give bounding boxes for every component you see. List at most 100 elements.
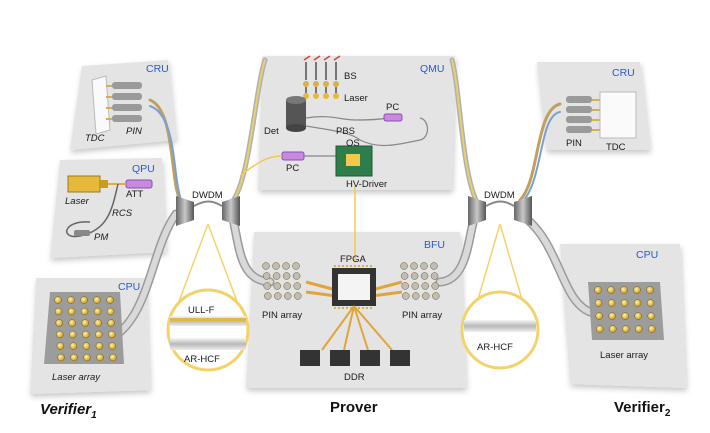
laser-emitter: [634, 312, 642, 320]
laser-emitter: [109, 353, 117, 362]
det-label: Det: [264, 126, 279, 137]
prover-title: Prover: [330, 399, 378, 416]
pin-element: [400, 262, 408, 270]
laser-emitter: [635, 325, 643, 333]
laser-emitter: [608, 312, 616, 320]
verifier1-subscript: 1: [91, 410, 97, 421]
hv-driver-chip: [335, 145, 373, 177]
laser-emitter: [96, 353, 104, 362]
qmu-laser-label: Laser: [344, 93, 368, 104]
pin-element: [292, 272, 301, 280]
v1-cpu: CPU Laser array: [44, 281, 140, 383]
v1-pin-label: PIN: [126, 126, 142, 137]
laser-emitter: [107, 319, 115, 327]
pin-element: [411, 282, 419, 290]
v1-laser-array: [54, 296, 117, 362]
pin-element: [293, 282, 301, 290]
pin-element: [422, 292, 430, 300]
fiber-callout-left: ULL-F AR-HCF: [166, 223, 250, 372]
os-label: OS: [346, 138, 360, 149]
pin-element: [262, 272, 271, 280]
pin-element: [282, 272, 291, 280]
qmu-tag: QMU: [420, 63, 445, 75]
bs-label: BS: [344, 71, 357, 82]
v1-pin-detectors: [106, 82, 142, 122]
laser-emitter: [82, 330, 90, 339]
pin-element: [264, 292, 272, 300]
pc-bottom-label: PC: [286, 163, 299, 174]
pin-element: [283, 282, 291, 290]
laser-emitter: [67, 307, 76, 316]
laser-emitter: [56, 330, 64, 339]
pin-array-right-label: PIN array: [402, 310, 442, 321]
pin-element: [282, 262, 290, 270]
v2-laser-array: [594, 286, 656, 333]
v2-cru-tag: CRU: [612, 67, 635, 79]
v1-cpu-tag: CPU: [118, 281, 140, 293]
v1-laser-array-label: Laser array: [52, 372, 101, 383]
laser-emitter: [81, 319, 89, 327]
ddr-chips: [300, 305, 410, 366]
pbs-label: PBS: [336, 126, 355, 137]
laser-emitter: [95, 342, 104, 350]
ull-f-label: ULL-F: [188, 305, 215, 316]
laser-emitter: [620, 286, 628, 294]
laser-emitter: [94, 319, 102, 327]
laser-emitter: [622, 325, 630, 333]
v2-laser-array-label: Laser array: [600, 350, 648, 361]
ar-hcf-right-label: AR-HCF: [477, 342, 513, 353]
pin-element: [421, 282, 429, 290]
v2-tdc-label: TDC: [606, 142, 626, 153]
verifier2-name: Verifier: [614, 399, 665, 416]
laser-emitter: [646, 286, 654, 294]
v1-cru-tag: CRU: [146, 63, 169, 75]
qpu-laser-label: Laser: [65, 196, 90, 207]
dwdm-left: DWDM: [176, 190, 240, 226]
pin-element: [292, 262, 300, 270]
laser-emitter: [648, 325, 656, 333]
pin-array-right: [400, 262, 440, 300]
ar-hcf-left-label: AR-HCF: [184, 354, 220, 365]
laser-emitter: [646, 299, 655, 307]
laser-emitter: [108, 342, 117, 350]
pin-element: [402, 292, 410, 300]
laser-emitter: [633, 299, 642, 307]
pin-element: [401, 282, 409, 290]
pin-element: [420, 262, 428, 270]
pin-element: [410, 262, 418, 270]
v1-tdc-label: TDC: [85, 133, 105, 144]
pin-element: [263, 282, 271, 290]
pin-element: [432, 292, 440, 300]
bs-connectors: [303, 55, 341, 99]
bfu: BFU FPGA PIN array PIN array DDR: [262, 239, 445, 383]
laser-emitter: [647, 312, 655, 320]
hv-driver-label: HV-Driver: [346, 179, 387, 190]
laser-emitter: [106, 296, 114, 304]
laser-emitter: [80, 296, 88, 304]
laser-emitter: [56, 342, 65, 350]
laser-emitter: [95, 330, 103, 339]
pin-element: [431, 282, 439, 290]
laser-emitter: [607, 299, 616, 307]
laser-emitter: [54, 296, 62, 304]
laser-emitter: [83, 353, 91, 362]
laser-emitter: [70, 353, 78, 362]
pin-element: [273, 282, 281, 290]
pin-element: [400, 272, 409, 280]
rcs-label: RCS: [112, 208, 133, 219]
verifier2-subscript: 2: [665, 408, 671, 419]
laser-emitter: [595, 312, 603, 320]
laser-emitter: [67, 296, 75, 304]
verifier2-title: Verifier2: [614, 399, 671, 419]
pin-element: [420, 272, 429, 280]
v2-pin-detectors: [566, 96, 600, 133]
laser-emitter: [93, 296, 101, 304]
pin-element: [430, 262, 438, 270]
laser-emitter: [68, 319, 76, 327]
verifier1-title: Verifier1: [40, 401, 97, 421]
laser-emitter: [609, 325, 617, 333]
laser-emitter: [54, 307, 63, 316]
fpga-label: FPGA: [340, 254, 367, 265]
